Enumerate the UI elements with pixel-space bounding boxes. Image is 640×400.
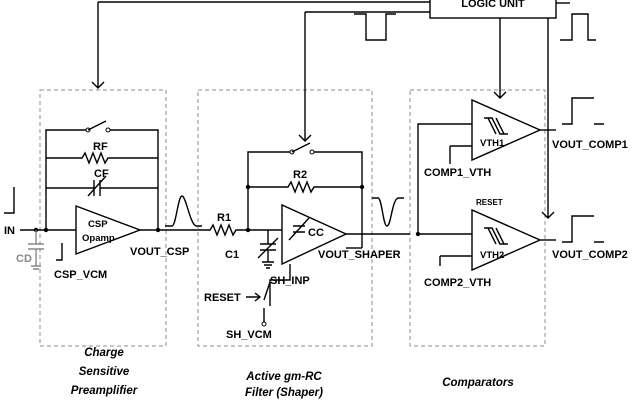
r2-label: R2	[293, 169, 307, 181]
sh-vcm-label: SH_VCM	[226, 329, 272, 341]
arrow-shaper-switch	[298, 134, 312, 142]
logic-to-csp-switch-wire	[97, 1, 430, 88]
pulse-icon-right	[560, 13, 596, 41]
rf-resistor	[46, 151, 158, 165]
vth2-label: VTH2	[480, 250, 504, 261]
junction	[415, 231, 421, 237]
comp1-output-waveform	[562, 97, 604, 125]
logic-unit-label: LOGIC UNIT	[461, 0, 525, 10]
cc-capacitor	[288, 217, 310, 241]
shaper-feedback-left-wire	[247, 151, 292, 230]
cf-label: CF	[94, 168, 109, 180]
rf-label: RF	[93, 141, 108, 153]
csp-opamp-label-line1: CSP	[88, 219, 108, 230]
junction	[359, 184, 365, 190]
junction	[245, 184, 251, 190]
vout-comp1-label: VOUT_COMP1	[552, 139, 628, 151]
r1-resistor	[205, 223, 282, 237]
cf-capacitor	[46, 175, 158, 197]
csp-reset-switch	[87, 120, 107, 131]
comp1-vth-wire	[449, 145, 472, 164]
shaper-caption-line2: Filter (Shaper)	[245, 387, 323, 399]
comparator-1	[471, 98, 542, 162]
comparator-2	[471, 208, 542, 272]
sh-switch-blade	[263, 281, 271, 301]
r1-label: R1	[217, 212, 231, 224]
reset-pulse-icon	[354, 13, 396, 41]
input-step-icon	[4, 187, 15, 214]
c1-label: C1	[225, 249, 239, 261]
shaper-pulse-waveform	[372, 197, 404, 227]
reset-comp-label: RESET	[476, 198, 503, 207]
vout-shaper-label: VOUT_SHAPER	[318, 249, 401, 261]
reset-switch-label: RESET	[204, 292, 241, 304]
csp-caption-line1: Charge	[84, 347, 124, 359]
shaper-opamp	[281, 203, 348, 266]
reset-arrow-icon	[246, 292, 262, 302]
hysteresis-icon	[484, 227, 508, 245]
csp-pulse-waveform	[165, 195, 202, 227]
cd-capacitor	[28, 230, 44, 270]
csp-section-box	[39, 89, 167, 347]
vout-comp2-label: VOUT_COMP2	[552, 249, 628, 261]
csp-opamp-label-line2: Opamp	[82, 233, 115, 244]
r2-resistor	[248, 180, 362, 194]
comp1-input-wire	[417, 123, 472, 234]
arrow-csp-switch	[91, 81, 105, 89]
logic-to-comp2-wire	[541, 18, 555, 219]
csp-caption-line3: Preamplifier	[71, 385, 138, 397]
comp2-output-waveform	[562, 215, 604, 243]
logic-to-shaper-switch-wire	[304, 11, 430, 141]
csp-vcm-label: CSP_VCM	[54, 269, 107, 281]
shaper-switch-contact	[309, 149, 315, 155]
csp-switch-contact	[105, 127, 111, 133]
input-label: IN	[4, 225, 15, 237]
cc-label: CC	[308, 227, 324, 239]
junction	[43, 227, 49, 233]
comparator-section-box	[409, 89, 546, 347]
comp1-vth-label: COMP1_VTH	[424, 167, 491, 179]
csp-caption-line2: Sensitive	[79, 366, 130, 378]
cd-label: CD	[16, 253, 32, 265]
sh-inp-wire	[269, 264, 291, 306]
sh-inp-label: SH_INP	[270, 275, 310, 287]
comp2-vth-wire	[439, 255, 472, 266]
vout-csp-label: VOUT_CSP	[130, 246, 189, 258]
comparators-caption: Comparators	[442, 377, 514, 389]
shaper-caption-line1: Active gm-RC	[245, 371, 322, 383]
vth1-label: VTH1	[480, 138, 505, 149]
shaper-reset-switch	[291, 142, 311, 153]
shaper-section-box	[197, 89, 373, 347]
csp-vcm-wire	[56, 243, 63, 261]
shaper-feedback-right-wire	[312, 151, 363, 248]
c1-capacitor	[257, 230, 279, 269]
logic-unit-box	[429, 0, 557, 19]
csp-feedback-left-wire	[45, 129, 88, 230]
sh-vcm-contact	[261, 321, 267, 327]
hysteresis-icon	[484, 117, 508, 135]
comp2-vth-label: COMP2_VTH	[424, 277, 491, 289]
csp-opamp	[75, 204, 142, 256]
csp-feedback-right-wire	[108, 129, 159, 230]
logic-to-comp1-wire	[493, 18, 507, 99]
